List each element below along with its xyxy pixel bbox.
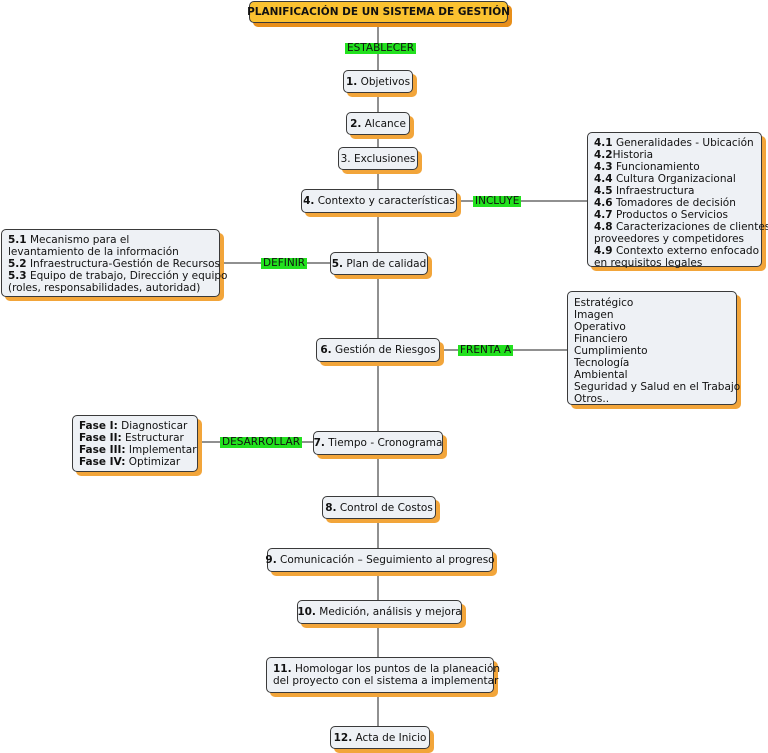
plan-item: 5.2 Infraestructura-Gestión de Recursos: [8, 258, 221, 270]
step-text: Gestión de Riesgos: [331, 344, 436, 356]
riesgo-item: Financiero: [574, 333, 628, 345]
step-4-contexto: 4. Contexto y características: [301, 189, 457, 213]
step-5-plan-de-calidad: 5. Plan de calidad: [330, 252, 428, 275]
step-text: Control de Costos: [336, 501, 433, 514]
step-num: 9.: [265, 554, 277, 566]
step-1-objetivos: 1. Objetivos: [343, 70, 413, 93]
contexto-details-box: 4.1 Generalidades - Ubicación 4.2Histori…: [587, 132, 768, 269]
step-num: 7.: [313, 437, 325, 449]
step-7-tiempo-cronograma: 7. Tiempo - Cronograma: [313, 431, 443, 455]
desarrollar-label: DESARROLLAR: [220, 436, 303, 448]
step-num: 12.: [333, 731, 353, 744]
step-num: 5.: [331, 257, 343, 270]
step-text: Medición, análisis y mejora: [315, 606, 462, 618]
fase-item: Fase II: Estructurar: [79, 432, 184, 444]
riesgo-item: Ambiental: [574, 369, 628, 381]
step-text: Tiempo - Cronograma: [324, 437, 443, 449]
step-num: 11.: [273, 663, 292, 675]
riesgo-item: Cumplimiento: [574, 345, 648, 357]
incluye-label: INCLUYE: [473, 195, 522, 207]
step-8-control-costos: 8. Control de Costos: [322, 496, 436, 519]
step-6-gestion-riesgos: 6. Gestión de Riesgos: [316, 338, 440, 362]
contexto-item: 4.7 Productos o Servicios: [594, 209, 728, 221]
riesgo-item: Otros..: [574, 393, 610, 405]
riesgo-item: Tecnología: [574, 357, 630, 369]
step-text-line2: del proyecto con el sistema a implementa…: [273, 675, 499, 687]
diagram-title: PLANIFICACIÓN DE UN SISTEMA DE GESTIÓN: [247, 1, 510, 23]
riesgo-item: Operativo: [574, 321, 626, 333]
fase-item: Fase IV: Optimizar: [79, 456, 181, 468]
contexto-item: proveedores y competidores: [594, 233, 744, 245]
contexto-item: 4.8 Caracterizaciones de clientes,: [594, 221, 768, 233]
step-num: 10.: [297, 606, 316, 618]
step-num: 8.: [325, 501, 337, 514]
contexto-item: 4.3 Funcionamiento: [594, 161, 700, 173]
step-text: Homologar los puntos de la planeación: [291, 663, 500, 675]
contexto-item: 4.4 Cultura Organizacional: [594, 173, 736, 185]
plan-item: (roles, responsabilidades, autoridad): [8, 282, 201, 294]
definir-label: DEFINIR: [261, 257, 308, 269]
step-text: Plan de calidad: [343, 257, 427, 270]
riesgos-details-box: Estratégico Imagen Operativo Financiero …: [567, 291, 741, 405]
step-3-exclusiones: 3. Exclusiones: [338, 147, 418, 170]
contexto-item: 4.1 Generalidades - Ubicación: [594, 137, 754, 149]
fases-details-box: Fase I: Diagnosticar Fase II: Estructura…: [72, 415, 198, 472]
contexto-item: 4.2Historia: [594, 149, 654, 161]
plan-details-box: 5.1 Mecanismo para el levantamiento de l…: [1, 229, 228, 297]
contexto-item: 4.6 Tomadores de decisión: [594, 197, 736, 209]
contexto-item: 4.9 Contexto externo enfocado: [594, 245, 759, 257]
step-text: Contexto y características: [314, 195, 455, 207]
step-10-medicion: 10. Medición, análisis y mejora: [297, 600, 462, 624]
step-num: 2.: [350, 117, 362, 130]
plan-item: 5.1 Mecanismo para el: [8, 234, 130, 246]
plan-item: levantamiento de la información: [8, 246, 179, 258]
step-text: Objetivos: [357, 75, 411, 88]
step-text: Acta de Inicio: [352, 731, 427, 744]
step-num: 4.: [303, 195, 315, 207]
contexto-item: 4.5 Infraestructura: [594, 185, 695, 197]
step-text: 3. Exclusiones: [340, 152, 416, 165]
step-11-homologar: 11. Homologar los puntos de la planeació…: [266, 657, 500, 693]
riesgo-item: Estratégico: [574, 297, 634, 309]
contexto-item: en requisitos legales: [594, 257, 703, 269]
frenta-a-label: FRENTA A: [458, 344, 514, 356]
riesgo-item: Seguridad y Salud en el Trabajo: [574, 381, 741, 393]
riesgo-item: Imagen: [574, 309, 614, 321]
step-12-acta-inicio: 12. Acta de Inicio: [330, 726, 430, 749]
fase-item: Fase I: Diagnosticar: [79, 420, 188, 432]
step-9-comunicacion: 9. Comunicación – Seguimiento al progres…: [265, 548, 495, 572]
establecer-label: ESTABLECER: [345, 42, 417, 54]
step-num: 6.: [320, 344, 332, 356]
step-text: Comunicación – Seguimiento al progreso: [276, 554, 495, 566]
fase-item: Fase III: Implementar: [79, 444, 197, 456]
step-text: Alcance: [361, 117, 406, 130]
step-num: 1.: [345, 75, 358, 88]
plan-item: 5.3 Equipo de trabajo, Dirección y equip…: [8, 270, 228, 282]
step-2-alcance: 2. Alcance: [346, 112, 410, 135]
